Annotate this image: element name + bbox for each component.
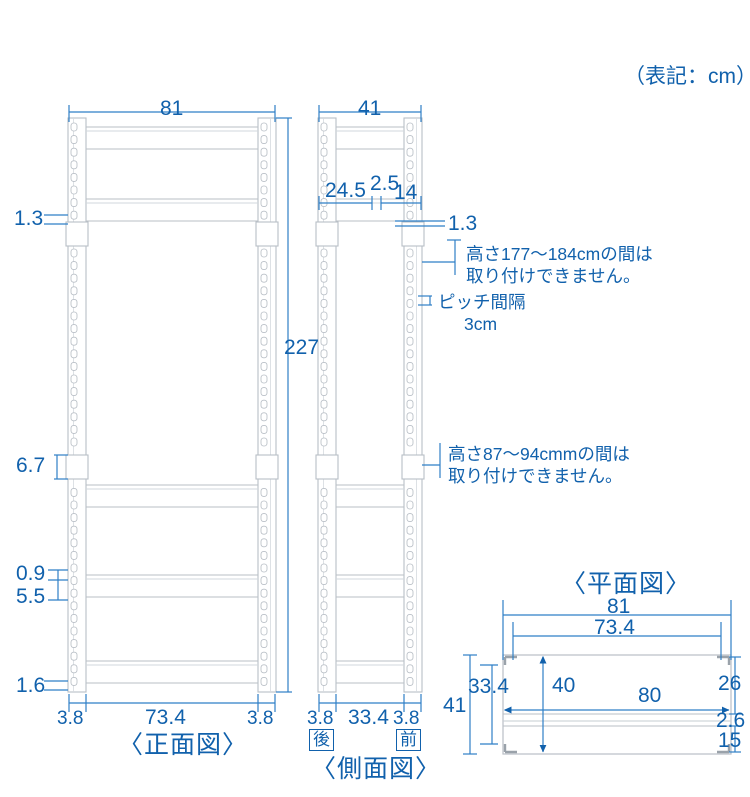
lower-restriction-line1: 高さ87〜94cmmの間は <box>448 444 630 464</box>
side-gap-1-3: 1.3 <box>448 212 478 235</box>
front-gap-1-6: 1.6 <box>16 674 46 697</box>
side-seg-2-5: 2.5 <box>370 172 400 195</box>
side-seg-14: 14 <box>394 181 418 204</box>
plan-right-15: 15 <box>718 729 742 752</box>
plan-view-geometry <box>502 654 732 755</box>
pitch-value: 3cm <box>464 314 498 334</box>
front-inner-73-4: 73.4 <box>145 706 186 729</box>
front-height-227: 227 <box>284 336 320 359</box>
front-post-right-3-8: 3.8 <box>247 708 274 729</box>
side-post-front-3-8: 3.8 <box>393 708 420 729</box>
front-gap-6-7: 6.7 <box>16 454 46 477</box>
plan-shelf-width-80: 80 <box>638 684 662 707</box>
side-post-rear-3-8: 3.8 <box>307 708 334 729</box>
side-label-front: 前 <box>396 729 421 751</box>
plan-inner-73-4: 73.4 <box>594 616 635 639</box>
front-post-left-3-8: 3.8 <box>57 708 84 729</box>
side-width-41: 41 <box>358 97 382 120</box>
front-view-dimensions <box>44 105 292 712</box>
plan-view-caption: 〈平面図〉 <box>561 570 692 598</box>
front-view-geometry <box>65 117 279 693</box>
front-gap-5-5: 5.5 <box>16 585 46 608</box>
plan-view-dimensions <box>463 600 741 755</box>
plan-inner-33-4: 33.4 <box>468 675 509 698</box>
plan-right-2-6: 2.6 <box>716 709 746 732</box>
side-seg-24-5: 24.5 <box>325 179 366 202</box>
plan-right-26: 26 <box>718 672 742 695</box>
plan-depth-41: 41 <box>443 694 467 717</box>
front-width-81: 81 <box>160 97 184 120</box>
pitch-label: ピッチ間隔 <box>438 292 526 312</box>
side-view-caption: 〈側面図〉 <box>311 755 442 783</box>
plan-width-81: 81 <box>607 595 631 618</box>
upper-restriction-line2: 取り付けできません。 <box>466 266 641 286</box>
unit-note: （表記：cm） <box>624 65 750 88</box>
side-view-geometry <box>315 117 425 693</box>
plan-shelf-depth-40: 40 <box>552 674 576 697</box>
front-gap-0-9: 0.9 <box>16 562 46 585</box>
side-label-rear: 後 <box>309 729 334 751</box>
side-inner-33-4: 33.4 <box>348 706 389 729</box>
upper-restriction-line1: 高さ177〜184cmの間は <box>466 244 653 264</box>
front-view-caption: 〈正面図〉 <box>118 731 249 759</box>
lower-restriction-line2: 取り付けできません。 <box>448 466 623 486</box>
side-view-dimensions <box>318 105 461 712</box>
front-gap-1-3: 1.3 <box>14 207 44 230</box>
